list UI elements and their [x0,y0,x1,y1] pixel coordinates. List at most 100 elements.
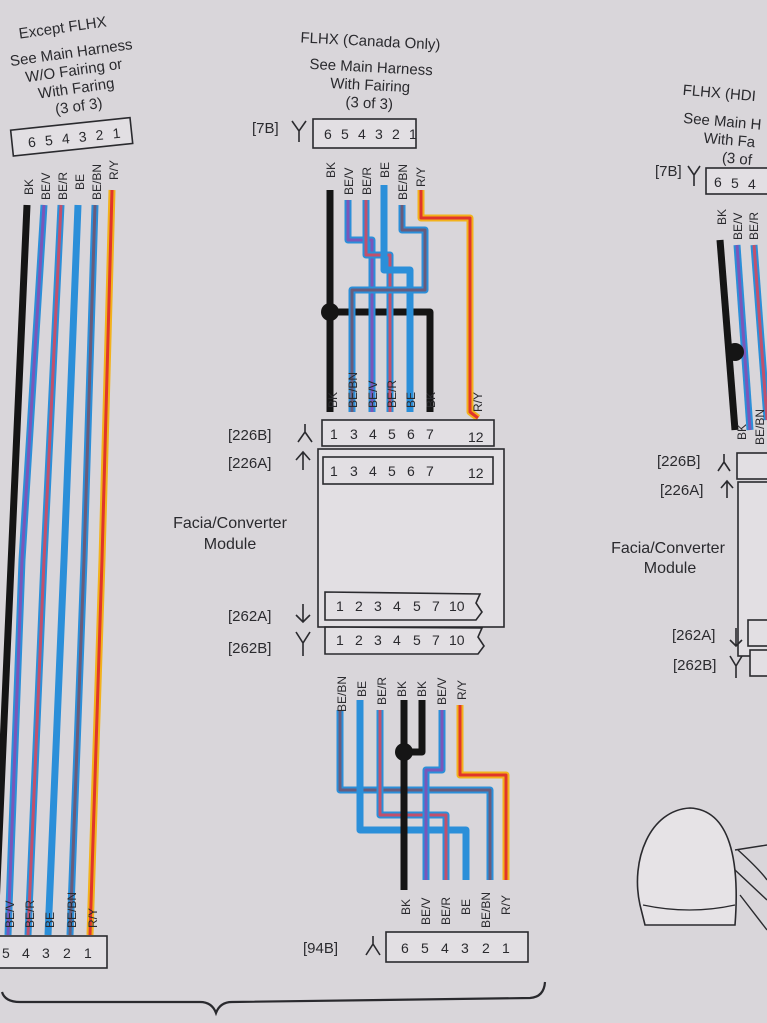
wire-label: BE/R [375,677,389,705]
right-title: FLHX (HDI [682,82,757,105]
pin: 1 [502,940,510,956]
wire-label: BK [424,392,438,408]
wire-label: BK [735,424,749,440]
connector-7b: [7B] 6 5 4 3 2 1 [252,118,417,149]
right-note-1: See Main H [683,110,763,134]
wire-label: BE/V [366,381,380,408]
wire-label: BK [22,179,36,195]
wire-label: BE/V [39,173,53,200]
pin: 1 [84,945,92,961]
wire-label: BE/V [731,213,745,240]
pin: 5 [413,598,421,614]
wire-be-r [750,244,767,421]
connector-226b: [226B] 1 3 4 5 6 7 12 [228,419,495,447]
wire-label: BE/BN [346,372,360,408]
above-94b-wire-labels: BK BE/V BE/R BE BE/BN R/Y [399,892,513,928]
wire-label: R/Y [471,392,485,412]
middle-title: FLHX (Canada Only) [300,29,441,53]
wire-r-y [86,189,116,936]
splice-dot [395,743,413,761]
pin: 6 [407,426,415,442]
wire-label: BE/R [747,212,761,240]
connector-body [9,116,134,157]
right-note-2: With Fa [703,130,757,151]
connector-body [312,118,417,149]
wire-label: BK [395,681,409,697]
connector-body [747,619,767,647]
lamp-housing-icon [636,807,737,926]
module-label-2: Module [204,536,257,553]
pin: 4 [369,426,377,442]
connector-body [322,456,494,485]
wire-label: R/Y [107,160,121,180]
connector-226a: [226A] 1 3 4 5 6 7 12 [228,450,494,485]
wire-label: BE/R [439,897,453,925]
wire-label: BE/R [23,900,37,928]
left-top-wire-labels: BK BE/V BE/R BE BE/BN R/Y [22,160,121,200]
pin: 4 [358,126,366,142]
wire-label: R/Y [455,680,469,700]
pin: 6 [407,463,415,479]
pin: 7 [426,463,434,479]
middle-note-2: With Fairing [330,75,411,96]
wire-be-r [24,204,65,936]
connector-body [321,419,495,447]
receptacle-symbol-icon [717,454,731,472]
module-label-1: Facia/Converter [611,540,725,557]
pin: 1 [330,426,338,442]
module-label-2: Module [644,560,697,577]
connector-label: [262A] [672,627,715,644]
pin: 4 [748,176,756,192]
wire-label: BE/BN [65,892,79,928]
wire-label: BE [43,912,57,928]
connector-label: [226A] [228,455,271,472]
wire-be-r [362,200,394,412]
connector-body [0,935,108,969]
left-top-connector: 6 5 4 3 2 1 [9,116,134,157]
connector-94b: [94B] 6 5 4 3 2 1 [303,931,529,963]
left-note-4: (3 of 3) [54,95,103,118]
middle-note-1: See Main Harness [309,56,433,79]
pin: 4 [393,598,401,614]
right-header: FLHX (HDI See Main H With Fa (3 of [682,82,763,169]
pin: 5 [421,940,429,956]
pin: 3 [374,632,382,648]
right-note-3: (3 of [721,149,753,169]
wire-be-v [344,200,376,412]
pin: 5 [388,426,396,442]
connector-body [385,931,529,963]
wire-label: BE/R [56,172,70,200]
pin: 1 [336,632,344,648]
wire-label: BE/V [3,901,17,928]
wire-bk [0,204,31,896]
pin: 12 [468,429,484,445]
pin: 4 [61,130,71,147]
pin: 12 [468,465,484,481]
wire-label: R/Y [414,167,428,187]
pin: 6 [27,134,37,151]
wire-r-y [417,190,481,421]
left-bottom-wire-labels: BE/V BE/R BE BE/BN R/Y [3,892,100,928]
wire-label: BE [459,899,473,915]
pin: 2 [355,598,363,614]
connector-262b: [262B] 1 2 3 4 5 7 10 [228,626,485,657]
wires-layer [0,185,767,936]
pin: 4 [393,632,401,648]
wire-label: R/Y [499,895,513,915]
wire-bk-branch [330,308,434,412]
pin: 4 [22,945,30,961]
pin: 4 [369,463,377,479]
pin: 7 [432,598,440,614]
middle-header: FLHX (Canada Only) See Main Harness With… [300,29,441,113]
below-262b-wire-labels: BE/BN BE BE/R BK BK BE/V R/Y [335,676,469,712]
arrow-up-icon [720,479,734,498]
connector-body [324,591,483,621]
connector-body [749,649,767,677]
wire-label: BE/V [419,898,433,925]
pin: 5 [44,132,54,149]
pin: 1 [336,598,344,614]
pin: 3 [42,945,50,961]
right-connector-7b: [7B] 6 5 4 [655,163,767,195]
wire-label: BE/R [385,380,399,408]
connector-label: [94B] [303,940,338,957]
